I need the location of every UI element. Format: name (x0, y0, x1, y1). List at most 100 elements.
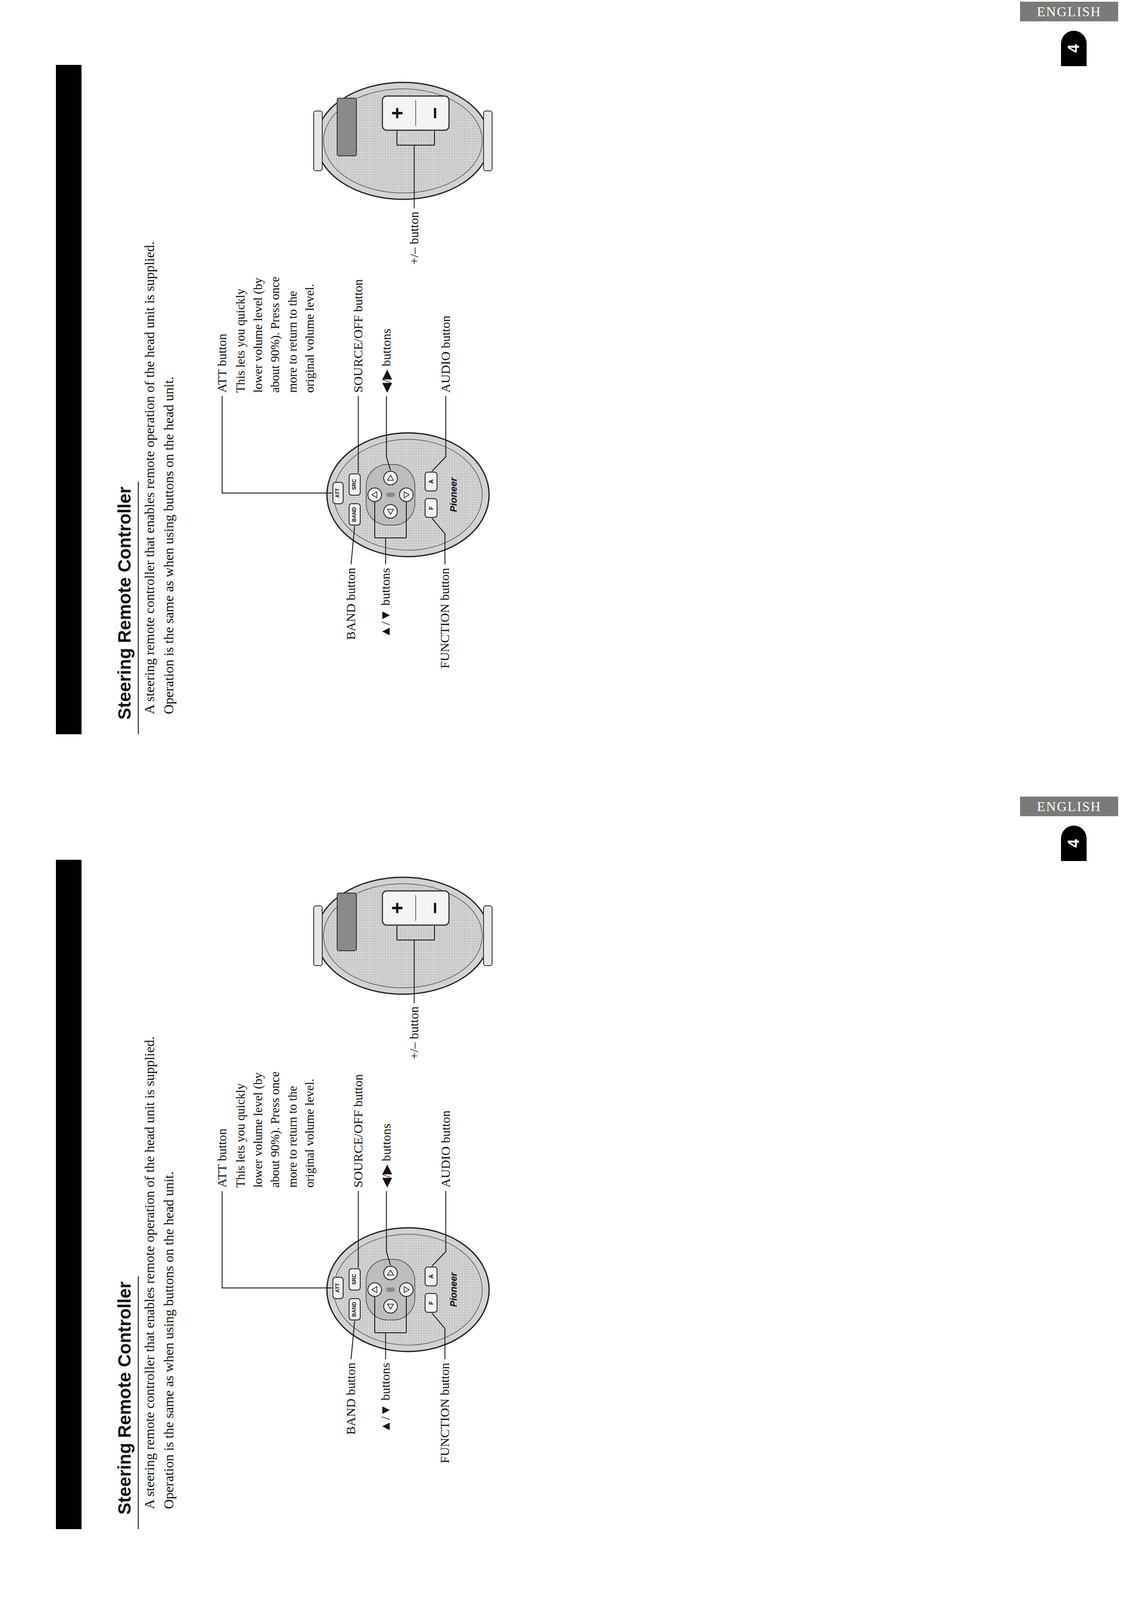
arrow-symbol (371, 1286, 377, 1293)
remote-back (316, 82, 490, 200)
leader-line (386, 1190, 391, 1266)
callout-label: ◀/▶ buttons (378, 1123, 394, 1188)
button-marking: A (427, 1273, 435, 1279)
callout-label: SOURCE/OFF button (350, 1073, 366, 1188)
rotated-page: Steering Remote Controller 4 A steering re… (0, 794, 1131, 1593)
callout-label: +/– button (406, 211, 422, 265)
remote-button (425, 472, 438, 491)
page-number-tab: 4 (1061, 30, 1087, 67)
button-marking: SRC (351, 478, 358, 490)
leader-line (431, 396, 446, 472)
center-key (386, 1287, 395, 1292)
remote-back (316, 877, 490, 994)
leader-line (385, 537, 387, 565)
button-marking: − (422, 901, 447, 914)
intro-text: A steering remote controller that enable… (141, 1036, 158, 1509)
remote-button (332, 482, 344, 504)
button-marking: F (427, 1300, 435, 1305)
leader-line (386, 396, 391, 471)
heading-rule (137, 1276, 139, 1529)
arrow-button (367, 1282, 382, 1297)
leader-line (431, 1312, 446, 1359)
callout-label: SOURCE/OFF button (350, 279, 366, 393)
leader-line (413, 939, 415, 1003)
leader-line (374, 1332, 407, 1333)
callout-label: ▲/▼ buttons (378, 1362, 394, 1433)
remote-button (349, 473, 361, 496)
arrow-button (399, 487, 414, 502)
arrow-symbol (387, 509, 394, 515)
remote-rim (333, 1233, 483, 1345)
arrow-button (399, 1282, 414, 1297)
callout-label: BAND button (343, 1362, 359, 1435)
remote-rim (323, 88, 483, 193)
remote-button (349, 503, 361, 525)
key-divider (415, 894, 417, 921)
page-heading: Steering Remote Controller (114, 1281, 135, 1515)
leader-line (434, 925, 435, 940)
callout-label: ▲/▼ buttons (378, 567, 394, 638)
arrow-symbol (387, 1269, 394, 1275)
leader-line (358, 396, 359, 473)
volume-key (382, 890, 449, 925)
heading-rule (137, 481, 139, 735)
leader-line (374, 501, 376, 538)
leader-line (405, 501, 407, 538)
arrow-button (367, 487, 382, 502)
arrow-button (383, 471, 398, 485)
mount-clip (483, 905, 493, 966)
remote-button (349, 1298, 361, 1320)
arrow-symbol (404, 491, 410, 498)
button-marking: − (422, 107, 447, 120)
arrow-pad (366, 464, 415, 525)
arrow-symbol (387, 1303, 394, 1309)
arrow-symbol (371, 491, 377, 498)
remote-button (425, 498, 438, 518)
leader-line (396, 925, 398, 940)
header-bar (55, 64, 82, 735)
key-divider (415, 100, 417, 126)
battery-cover (337, 892, 357, 951)
language-tab: ENGLISH (1020, 1, 1119, 22)
arrow-button (383, 1299, 398, 1313)
language-tab: ENGLISH (1020, 796, 1119, 817)
brand-logo: Pioneer (448, 477, 459, 513)
callout-label: FUNCTION button (437, 567, 453, 669)
callout-label: ◀/▶ buttons (378, 328, 394, 393)
leader-line (222, 1190, 333, 1288)
mount-clip (313, 905, 323, 966)
remote-body (326, 1227, 490, 1352)
intro-text: Operation is the same as when using butt… (160, 1171, 177, 1509)
rotated-page: Steering Remote Controller4A steering re… (0, 0, 1131, 799)
battery-cover (337, 98, 357, 156)
callout-label: BAND button (343, 567, 359, 640)
callout-note: This lets you quickly lower volume level… (231, 1055, 319, 1188)
button-marking: SRC (351, 1273, 358, 1285)
leader-line (358, 1190, 359, 1268)
arrow-symbol (387, 475, 394, 481)
leader-line (405, 1296, 407, 1333)
remote-rim (333, 439, 483, 551)
leader-line (413, 145, 415, 209)
leader-line (351, 1320, 356, 1359)
arrow-button (383, 504, 398, 519)
remote-button (425, 1293, 438, 1312)
remote-button (425, 1266, 438, 1286)
remote-body (326, 432, 490, 557)
remote-rim (323, 883, 483, 988)
leader-line (374, 537, 407, 539)
callout-label: AUDIO button (438, 315, 454, 393)
page-number-tab: 4 (1061, 825, 1087, 861)
volume-key (382, 96, 449, 131)
leader-line (431, 518, 446, 565)
callout-label: AUDIO button (438, 1110, 454, 1188)
callout-label: FUNCTION button (437, 1362, 453, 1464)
mount-clip (313, 110, 323, 171)
arrow-button (383, 1265, 398, 1280)
callout-label: ATT button (214, 1128, 230, 1188)
leader-line (396, 939, 435, 941)
leader-line (434, 131, 435, 146)
button-marking: ATT (335, 488, 342, 498)
leader-line (351, 525, 356, 565)
button-marking: ATT (335, 1282, 342, 1293)
